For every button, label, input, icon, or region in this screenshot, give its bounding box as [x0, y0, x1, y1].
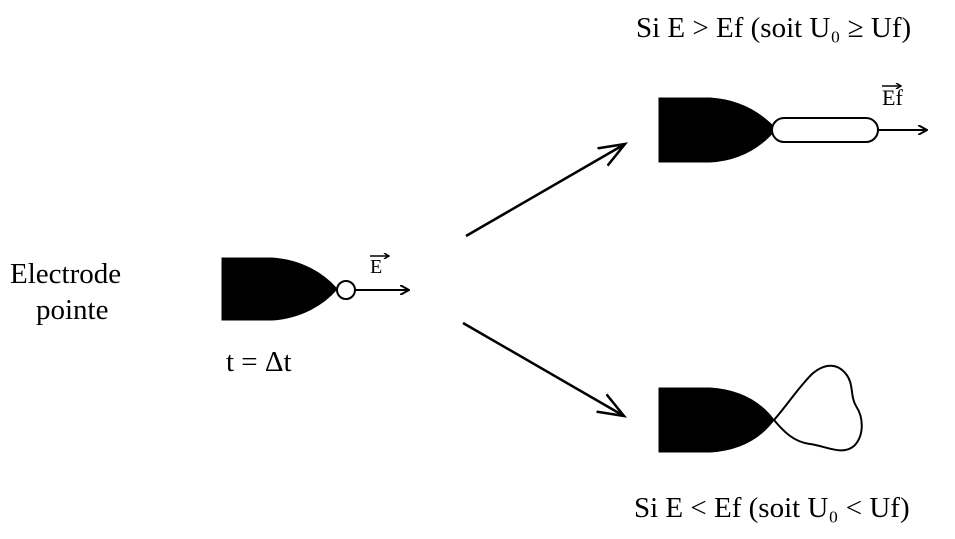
discharge-bubble	[337, 281, 355, 299]
time-label: t = Δt	[226, 348, 292, 377]
vector-arrow-icon	[882, 83, 902, 89]
upper-condition-label: Si E > Ef (soit U₀ ≥ Uf)	[636, 14, 911, 43]
streamer-channel	[772, 118, 878, 142]
electrode-label-line2: pointe	[36, 296, 109, 325]
lower-condition-label: Si E < Ef (soit U₀ < Uf)	[634, 494, 910, 523]
vector-arrow-icon	[370, 253, 390, 259]
glow-discharge	[774, 366, 862, 451]
branch-arrow-down	[463, 323, 624, 416]
field-vector-label: E	[370, 257, 382, 277]
field-vector-text: E	[370, 256, 382, 278]
upper-field-vector-label: Ef	[882, 87, 903, 109]
branch-arrow-up	[466, 144, 625, 236]
electrode-tip-upper	[659, 98, 776, 162]
electrode-tip-lower	[659, 388, 774, 452]
electrode-label-line1: Electrode	[10, 260, 121, 289]
electrode-tip-left	[222, 258, 337, 320]
